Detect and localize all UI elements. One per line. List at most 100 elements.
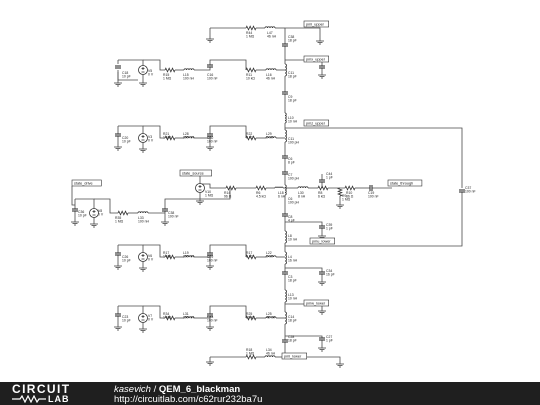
inductor [265, 316, 277, 319]
resistor [164, 135, 176, 141]
component-label: 4 pF [288, 219, 295, 223]
component-label: 0 kΩ [246, 136, 254, 140]
component-label: R10 [346, 191, 352, 195]
circuitlab-logo[interactable]: CIRCUIT LAB [12, 383, 92, 404]
net-label-pml-upper[interactable]: pml_upper [303, 20, 330, 28]
inductor [264, 26, 276, 29]
net-label-box [303, 20, 330, 28]
logo-resistor-icon [12, 395, 46, 403]
net-label-box [179, 169, 212, 177]
component-label: 1 MΩ [342, 198, 351, 202]
net-label-pmz-upper[interactable]: pmz_upper [303, 119, 330, 127]
component-label: 100 nH [183, 77, 194, 81]
resistor [164, 254, 176, 260]
wire [194, 67, 211, 71]
component-label: V8 [98, 209, 102, 213]
component-label: C20 [122, 136, 128, 140]
wire [143, 125, 165, 139]
net-label-pml-lower[interactable]: pml_lower [281, 352, 308, 360]
component-label: 1 pF [326, 176, 333, 180]
wire [209, 305, 247, 318]
net-label-pmx-upper[interactable]: pmx_upper [303, 55, 330, 63]
component-label: R6 [256, 191, 260, 195]
resistor [344, 185, 356, 191]
wire-layer [71, 27, 463, 361]
logo-wordmark-top: CIRCUIT [12, 382, 71, 396]
net-label-state-through[interactable]: state_through [387, 179, 423, 187]
component-label: 10 pF [122, 319, 131, 323]
component-label: 10 nH [288, 297, 298, 301]
component-label: R44 [246, 31, 252, 35]
wire [118, 305, 144, 314]
wire [200, 183, 226, 189]
component-label: 0 V [148, 318, 154, 322]
net-label-pmw-lower[interactable]: pmw_lower [303, 299, 330, 307]
component-label: C7 [288, 173, 292, 177]
resistor [164, 315, 176, 321]
net-label-state-source[interactable]: state_source [179, 169, 212, 177]
wire [209, 59, 247, 70]
wire [118, 125, 144, 134]
inductor [137, 211, 149, 214]
component-label: C28 [288, 335, 294, 339]
component-label: 10 pF [78, 214, 87, 218]
component-label: C29 [207, 255, 213, 259]
component-label: V10 [205, 190, 211, 194]
component-label: R8 [318, 191, 322, 195]
wire [143, 244, 165, 258]
circuit-url-link[interactable]: http://circuitlab.com/c62rur232ba7u [114, 394, 263, 405]
component-label: L15 [183, 73, 189, 77]
component-label: 8 pF [288, 161, 295, 165]
title-separator: / [153, 384, 157, 395]
component-label: 100 nH [183, 136, 194, 140]
component-label: C26 [122, 255, 128, 259]
component-label: 6 nH [266, 136, 274, 140]
component-label: C3 [288, 275, 292, 279]
component-label: 100 nF [207, 319, 218, 323]
footer-bar: CIRCUIT LAB kasevich / QEM_6_blackman ht… [0, 382, 540, 405]
inductor [284, 184, 287, 196]
component-label: 100 nH [183, 255, 194, 259]
wire [285, 192, 463, 247]
component-label: L31 [183, 312, 189, 316]
wire [285, 127, 463, 188]
author-link[interactable]: kasevich [114, 384, 151, 395]
net-label-pmu-lower[interactable]: pmu_lower [309, 237, 336, 245]
component-label: C38 [168, 211, 174, 215]
wire [285, 221, 323, 226]
component-label: R17 [163, 251, 169, 255]
resistor [245, 315, 257, 321]
component-label: 18 pF [288, 39, 297, 43]
inductor [284, 112, 287, 124]
component-label: L47 [267, 31, 273, 35]
component-label: 96 Ω [224, 195, 232, 199]
resistor [317, 185, 329, 191]
net-label-text: pmu_lower [312, 240, 331, 244]
net-label-state-drive[interactable]: state_drive [71, 179, 102, 187]
wire [285, 335, 323, 338]
inductor [284, 129, 287, 143]
component-label: 10 pF [122, 75, 131, 79]
component-label: 100 pH [288, 201, 299, 205]
component-label: C16 [207, 73, 213, 77]
component-label: 46 nH [267, 35, 277, 39]
component-label: L19 [183, 251, 189, 255]
component-label: V5 [148, 69, 152, 73]
component-label: 10 kΩ [246, 316, 255, 320]
net-label-layer: pml_upper pmx_upper pmz_upper state_sources… [71, 20, 423, 360]
wire [209, 125, 247, 138]
component-label: 1 MΩ [163, 255, 172, 259]
wire [118, 244, 144, 253]
resistor [245, 135, 257, 141]
component-label: 8 nH [298, 195, 306, 199]
resistor [245, 354, 257, 360]
component-label: 10 kΩ [246, 77, 255, 81]
net-label-box [303, 299, 330, 307]
component-label: C8 [288, 215, 292, 219]
component-label: C36 [78, 210, 84, 214]
component-label: C18 [122, 71, 128, 75]
component-label: 6 nH [266, 255, 274, 259]
net-label-text: pml_lower [284, 355, 302, 359]
component-label: 10 nH [288, 120, 298, 124]
